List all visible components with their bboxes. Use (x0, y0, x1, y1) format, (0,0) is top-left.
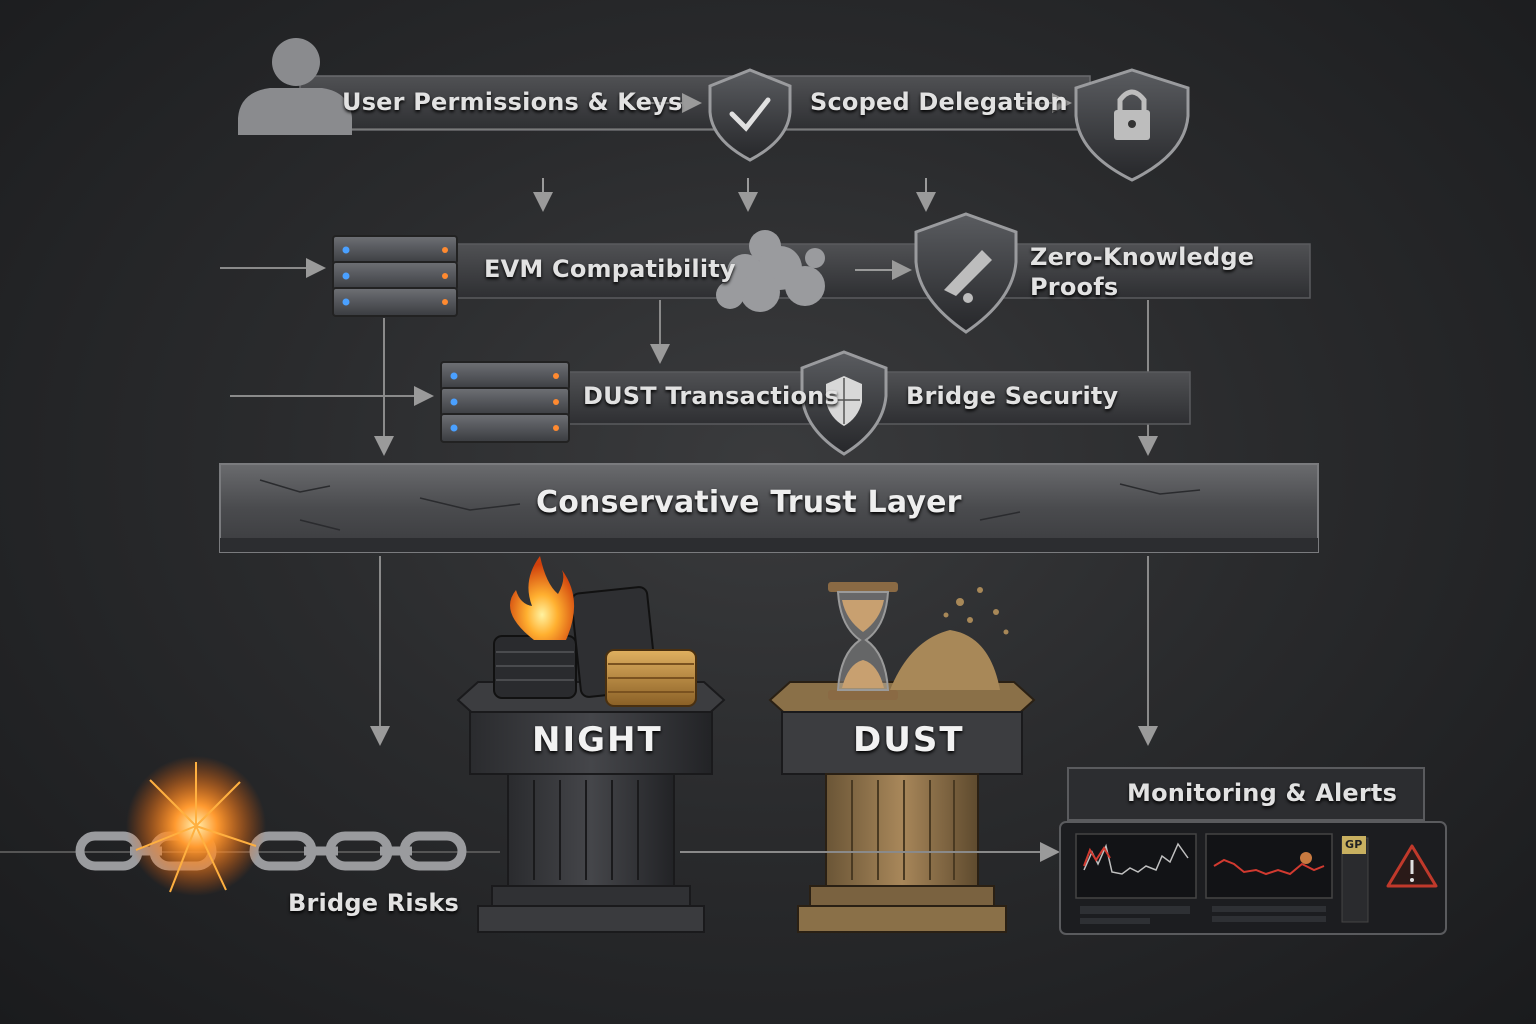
spark-icon (126, 756, 266, 896)
night-pillar-label: NIGHT (532, 720, 663, 760)
monitor-screen-left (1076, 834, 1196, 924)
shield-zk-icon (916, 214, 1016, 332)
hourglass-icon (828, 582, 898, 700)
server-icon (333, 236, 457, 316)
zk-proofs-label-line1: Zero-Knowledge (1030, 243, 1254, 271)
dust-pillar-label: DUST (853, 720, 965, 760)
scoped-delegation-label: Scoped Delegation (810, 88, 1068, 116)
bridge-security-label: Bridge Security (906, 382, 1118, 410)
zk-proofs-label-line2: Proofs (1030, 273, 1118, 301)
shield-lock-icon (1076, 70, 1188, 180)
dust-transactions-label: DUST Transactions (583, 382, 839, 410)
row1-down-arrows (543, 178, 926, 208)
shield-check-icon (710, 70, 790, 160)
user-permissions-label: User Permissions & Keys (342, 88, 682, 116)
monitoring-title: Monitoring & Alerts (1127, 779, 1397, 807)
fire-icon (510, 556, 574, 640)
trust-layer-label: Conservative Trust Layer (536, 485, 962, 520)
server-icon-2 (441, 362, 569, 442)
monitor-screen-middle (1206, 834, 1332, 922)
monitor-badge: GP (1345, 838, 1363, 851)
bridge-risks-label: Bridge Risks (288, 889, 459, 917)
sand-pile (890, 587, 1009, 690)
evm-compatibility-label: EVM Compatibility (484, 255, 736, 283)
